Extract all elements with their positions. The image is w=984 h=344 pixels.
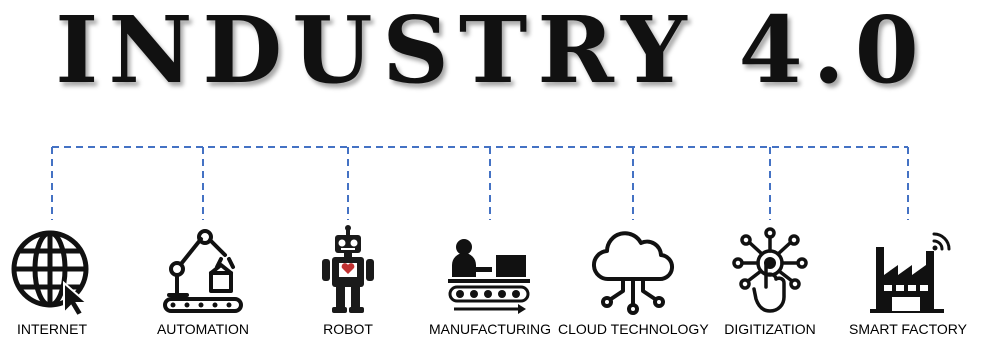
item-automation: AUTOMATION xyxy=(128,225,278,337)
item-label: INTERNET xyxy=(17,321,87,337)
item-label: MANUFACTURING xyxy=(428,321,552,337)
item-label: CLOUD TECHNOLOGY xyxy=(558,321,709,337)
item-robot: ROBOT xyxy=(273,225,423,337)
robotic-arm-icon xyxy=(163,229,243,313)
item-digitization: DIGITIZATION xyxy=(695,225,845,337)
factory-wifi-icon xyxy=(870,232,951,313)
item-smart-factory: SMART FACTORY xyxy=(833,225,983,337)
globe-cursor-icon xyxy=(11,230,90,317)
cloud-network-icon xyxy=(591,231,674,315)
item-cloud-technology: CLOUD TECHNOLOGY xyxy=(558,225,709,337)
page-title: INDUSTRY 4.0 xyxy=(55,0,929,104)
touch-network-icon xyxy=(732,227,808,313)
item-label: SMART FACTORY xyxy=(849,321,967,337)
item-label: DIGITIZATION xyxy=(724,321,816,337)
conveyor-worker-icon xyxy=(448,239,530,314)
item-internet: INTERNET xyxy=(0,225,127,337)
robot-icon xyxy=(322,225,374,313)
item-label: AUTOMATION xyxy=(156,321,250,337)
item-label: ROBOT xyxy=(323,321,373,337)
item-manufacturing: MANUFACTURING xyxy=(415,225,565,337)
